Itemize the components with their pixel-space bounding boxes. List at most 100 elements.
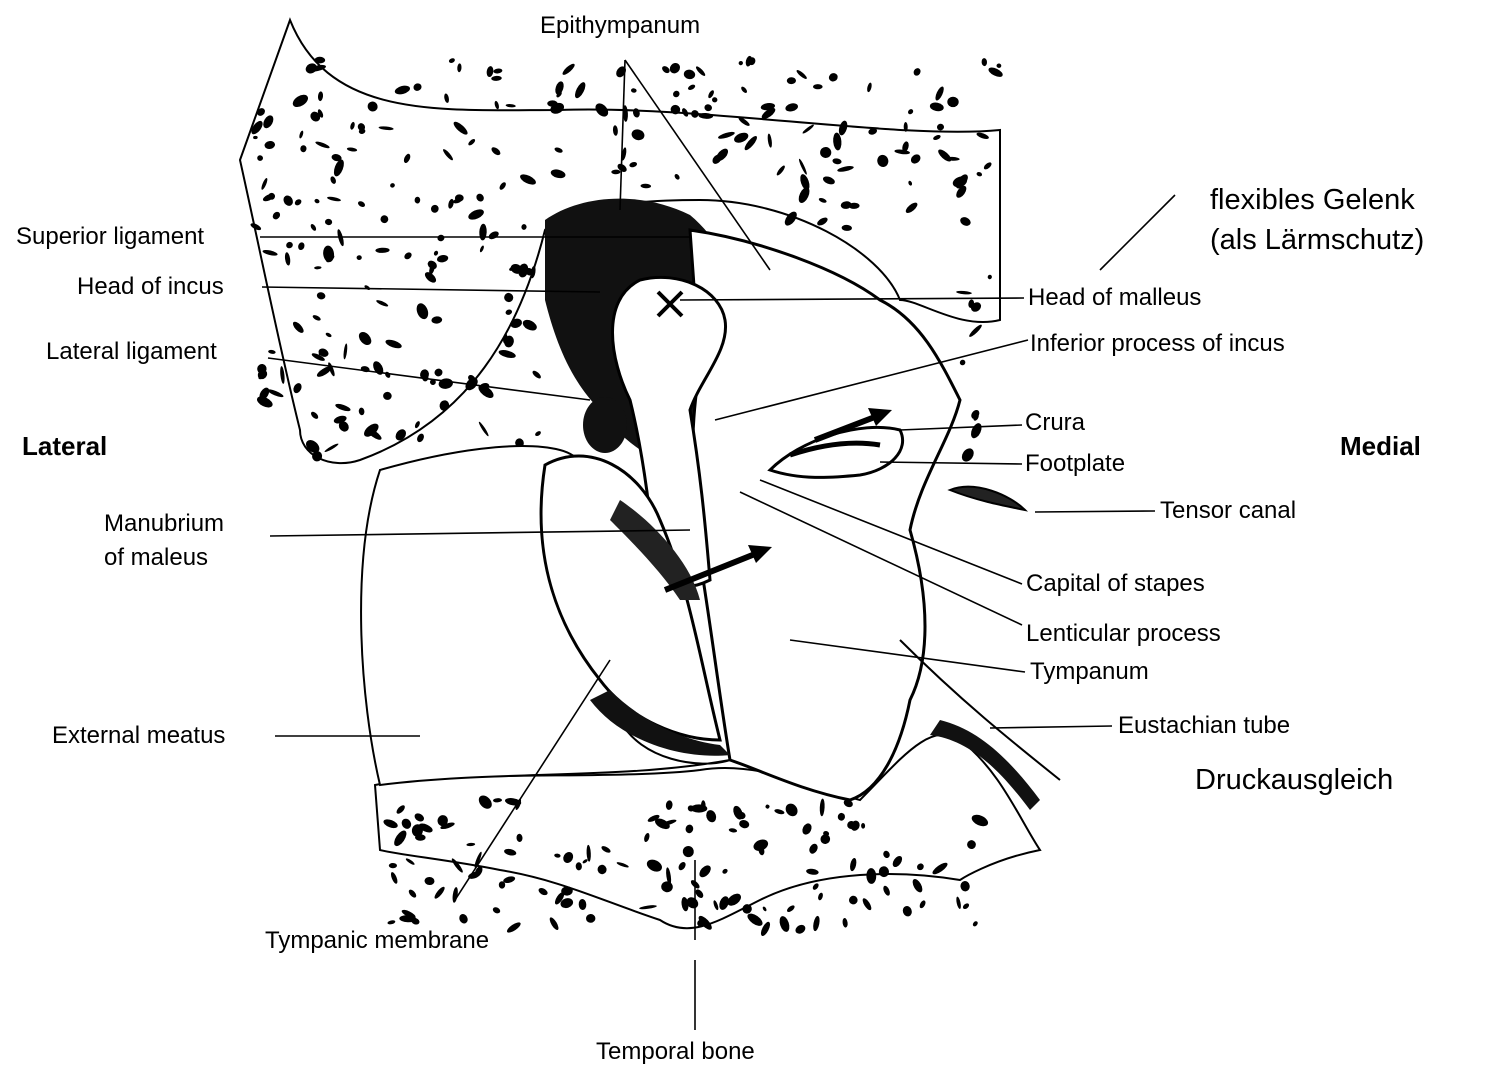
bone-speckle [812,882,820,891]
label-external-meatus: External meatus [52,722,225,750]
label-tympanum: Tympanum [1030,658,1149,686]
bone-speckle [505,921,522,935]
bone-speckle [416,432,426,443]
bone-speckle [492,906,501,914]
bone-speckle [918,899,926,909]
label-eustachian-tube: Eustachian tube [1118,712,1290,740]
bone-speckle [842,918,848,928]
bone-speckle [762,906,767,912]
bone-speckle [778,915,791,933]
bone-speckle [861,897,873,912]
bone-speckle [394,84,411,96]
bone-speckle [745,911,764,928]
label-tympanic-membrane: Tympanic membrane [265,927,489,955]
bone-speckle [443,93,449,103]
bone-speckle [279,366,285,384]
bone-speckle [955,896,961,909]
label-footplate: Footplate [1025,450,1125,478]
bone-speckle [554,80,565,95]
bone-speckle [981,58,987,66]
bone-speckle [578,899,586,911]
label-lateral-ligament: Lateral ligament [46,338,217,366]
bone-speckle [934,85,946,101]
bone-speckle [866,82,872,92]
note-flexible-joint-line2: (als Lärmschutz) [1210,223,1424,257]
bone-speckle [786,904,796,913]
bone-speckle [787,77,796,84]
label-superior-ligament: Superior ligament [16,223,204,251]
bone-speckle [493,68,503,74]
bone-speckle [936,123,945,131]
lateral-ligament-knob [583,397,627,453]
bone-speckle [959,359,967,367]
bone-speckle [959,446,976,464]
label-lenticular-process: Lenticular process [1026,620,1221,648]
bone-speckle [704,103,713,112]
bone-speckle [972,920,979,927]
bone-speckle [498,348,517,359]
bone-speckle [505,104,515,108]
bone-speckle [929,101,944,112]
bone-speckle [738,60,744,66]
bone-speckle [387,920,396,926]
bone-speckle [389,863,397,868]
tensor-canal-shape [950,487,1025,510]
bone-speckle [478,421,490,437]
label-medial: Medial [1340,432,1421,460]
label-head-of-incus: Head of incus [77,273,224,301]
bone-speckle [586,914,596,923]
bone-speckle [794,923,807,935]
bone-speckle [812,915,821,931]
bone-speckle [521,318,539,333]
bone-speckle [795,69,808,80]
bone-speckle [695,65,707,77]
label-manubrium-line2: of maleus [104,544,208,572]
note-flexible-joint-line1: flexibles Gelenk [1210,183,1415,217]
bone-speckle [494,100,500,109]
bone-speckle [813,84,823,89]
bone-speckle [882,885,891,897]
bone-speckle [901,905,913,918]
label-head-of-malleus: Head of malleus [1028,284,1201,312]
bone-speckle [968,323,983,338]
bone-speckle [531,369,542,379]
bone-speckle [457,63,462,72]
bone-speckle [548,916,560,931]
bone-speckle [827,72,839,83]
bone-speckle [687,84,696,92]
bone-speckle [573,81,588,100]
bone-speckle [537,887,548,897]
bone-speckle [631,88,637,93]
bone-speckle [412,82,422,92]
bone-speckle [433,885,446,900]
bone-speckle [390,871,399,884]
tympanum-cavity [690,230,960,800]
bone-speckle [960,880,971,892]
note-pressure-equalization: Druckausgleich [1195,763,1393,797]
bone-speckle [911,877,925,894]
bone-speckle [817,892,824,901]
label-lateral: Lateral [22,432,107,460]
bone-speckle [458,913,470,925]
bone-speckle [847,894,859,906]
bone-speckle [424,877,435,886]
label-temporal-bone: Temporal bone [596,1038,755,1066]
bone-speckle [691,804,708,812]
label-manubrium-line1: Manubrium [104,510,224,538]
bone-speckle [712,97,718,103]
bone-speckle [661,65,671,75]
bone-speckle [947,97,958,107]
bone-speckle [996,63,1002,68]
label-crura: Crura [1025,409,1085,437]
bone-speckle [561,62,576,76]
bone-speckle [745,55,753,67]
bone-speckle [785,102,799,113]
bone-speckle [907,108,914,115]
bone-speckle [405,857,415,865]
bone-speckle [987,66,1004,79]
bone-speckle [486,66,494,78]
label-epithympanum: Epithympanum [540,12,700,40]
label-capital-of-stapes: Capital of stapes [1026,570,1205,598]
label-inferior-process: Inferior process of incus [1030,330,1285,358]
